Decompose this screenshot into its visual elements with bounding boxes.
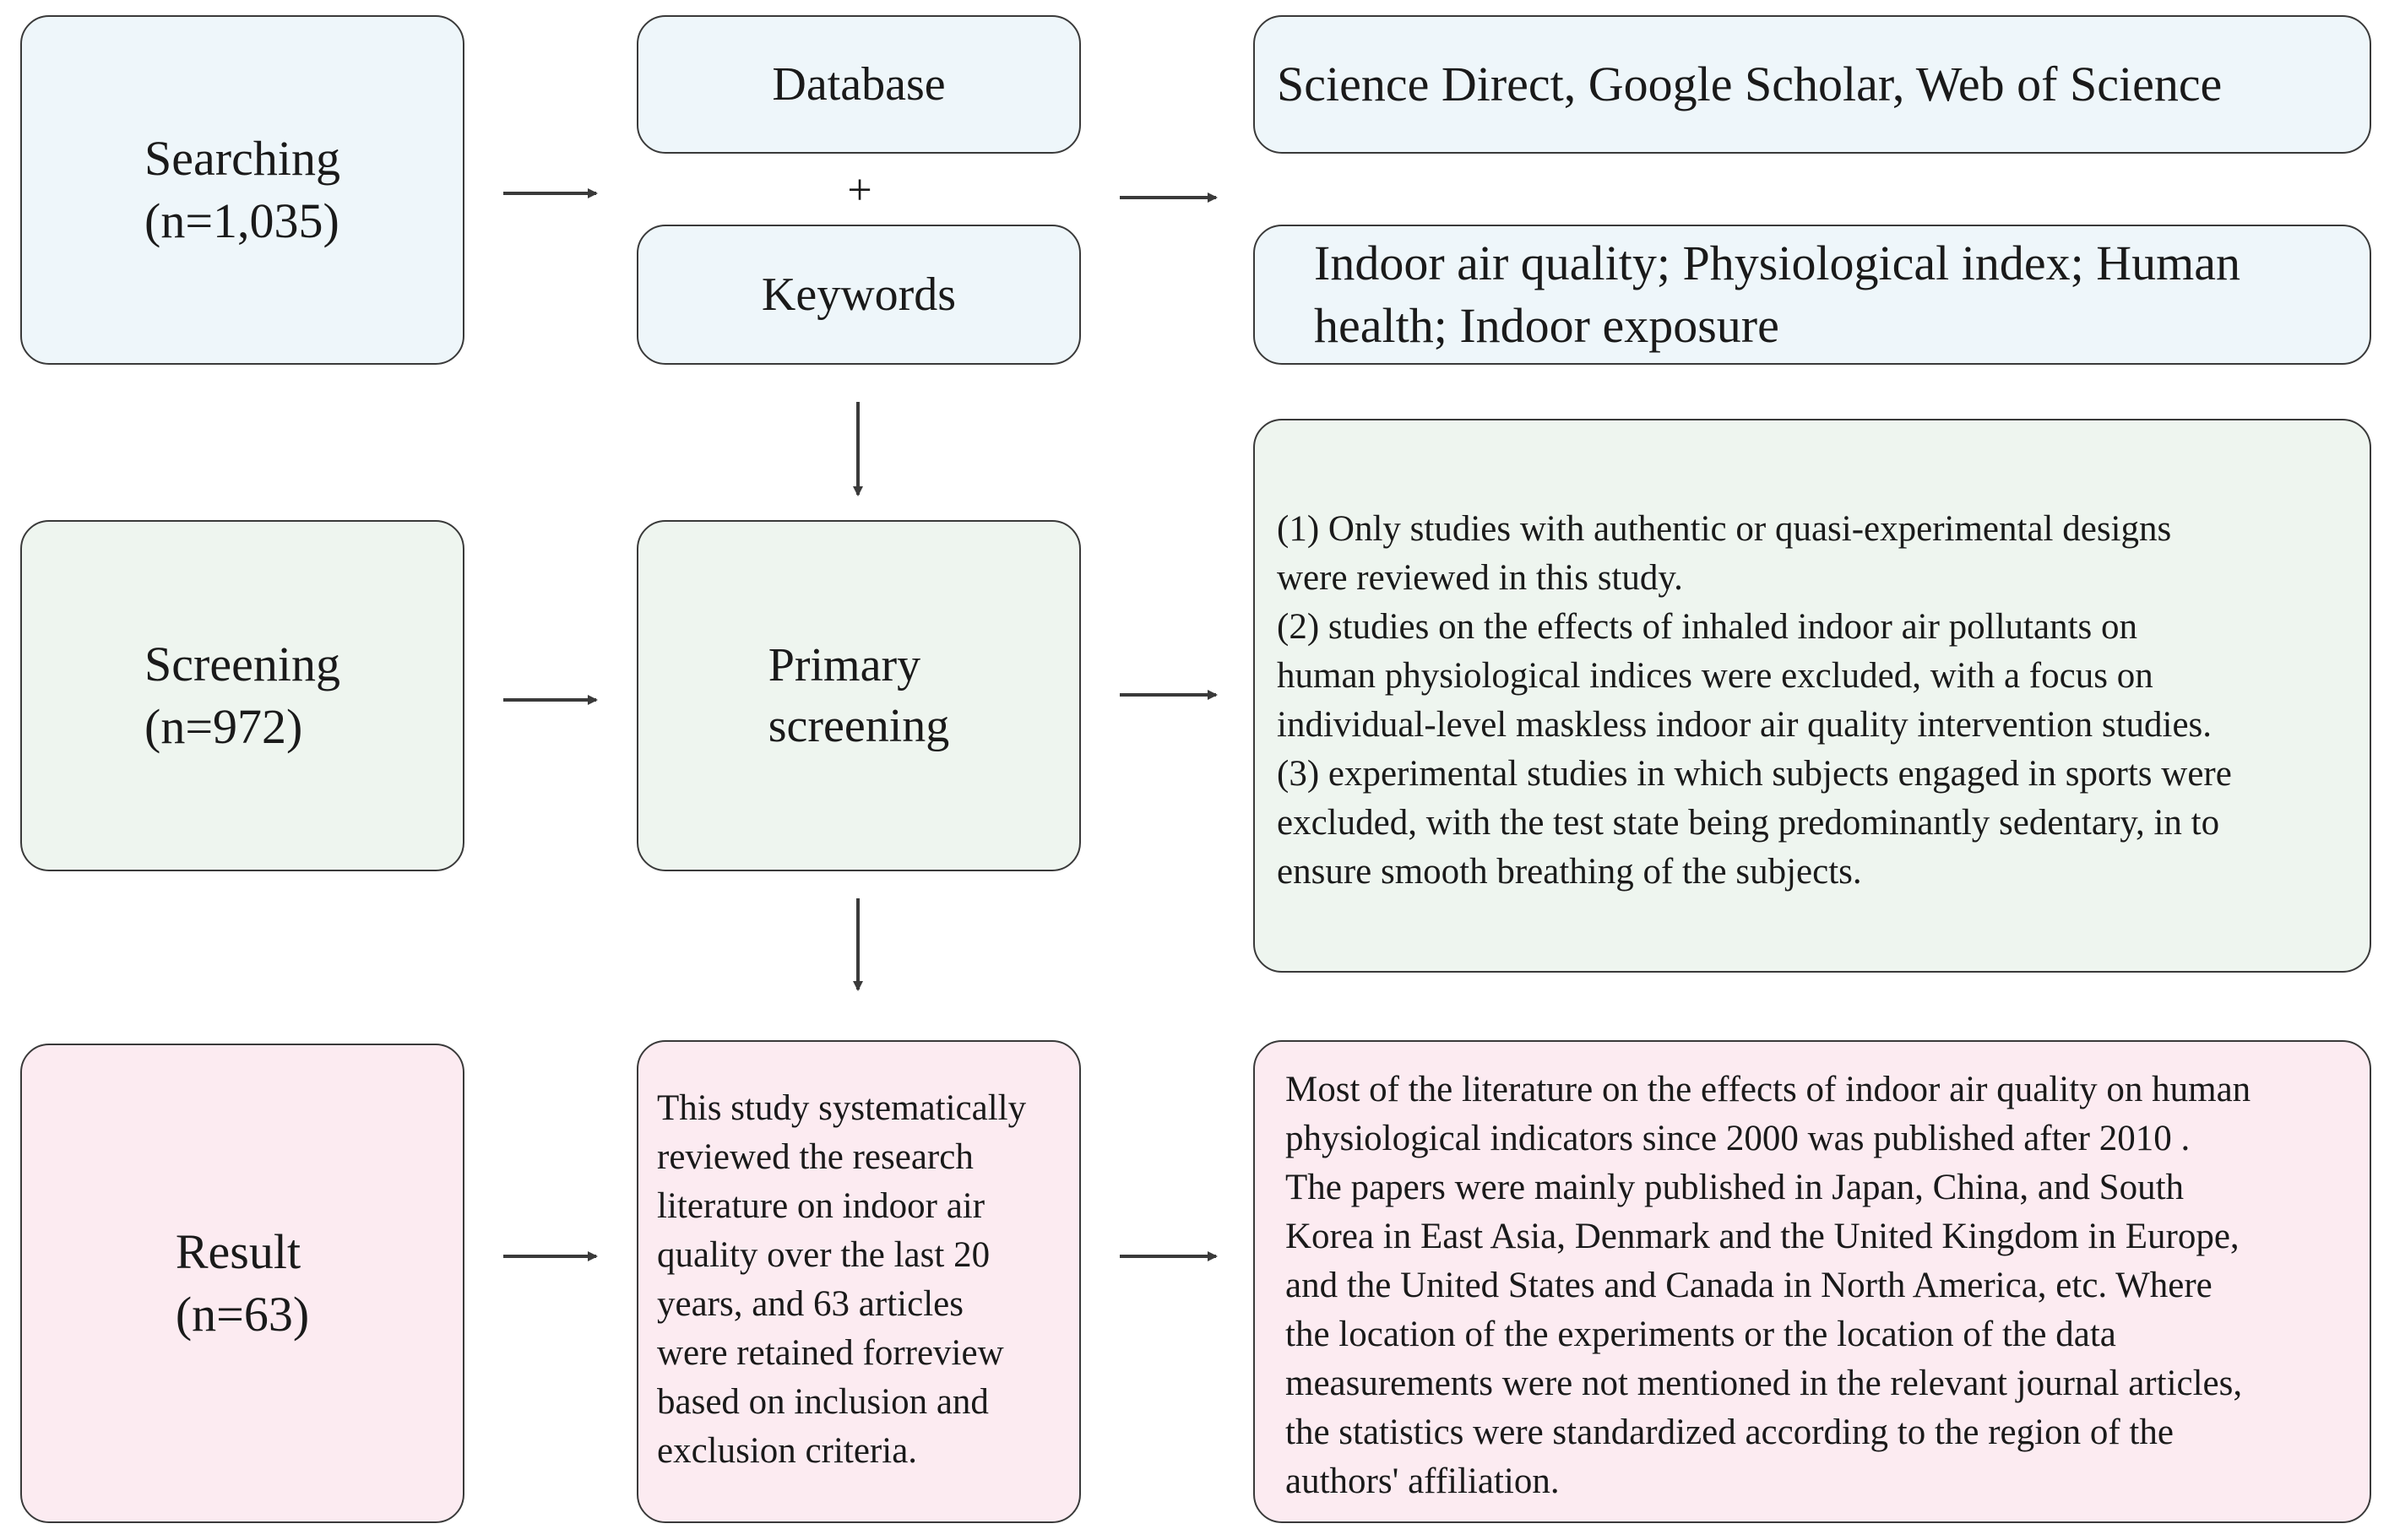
databases-detail-box: Science Direct, Google Scholar, Web of S… (1253, 15, 2371, 154)
database-box: Database (637, 15, 1081, 154)
screening-criteria-box: (1) Only studies with authentic or quasi… (1253, 419, 2371, 973)
keywords-detail-box: Indoor air quality; Physiological index;… (1253, 225, 2371, 365)
keywords-box: Keywords (637, 225, 1081, 365)
searching-stage-label: Searching (n=1,035) (144, 131, 340, 248)
plus-sign: + (847, 166, 872, 214)
databases-text: Science Direct, Google Scholar, Web of S… (1277, 57, 2223, 111)
screening-stage-label: Screening (n=972) (144, 637, 340, 754)
primary-screening-box: Primary screening (637, 520, 1081, 871)
result-stage-box: Result (n=63) (20, 1044, 464, 1523)
result-summary-text: This study systematically reviewed the r… (657, 1088, 1027, 1471)
screening-stage-box: Screening (n=972) (20, 520, 464, 871)
screening-criteria-text: (1) Only studies with authentic or quasi… (1277, 509, 2232, 892)
database-label: Database (772, 58, 946, 111)
primary-screening-label: Primary screening (768, 639, 950, 752)
keywords-label: Keywords (761, 268, 957, 321)
result-findings-box: Most of the literature on the effects of… (1253, 1040, 2371, 1523)
result-findings-text: Most of the literature on the effects of… (1285, 1070, 2251, 1501)
keywords-text: Indoor air quality; Physiological index;… (1314, 236, 2240, 353)
result-summary-box: This study systematically reviewed the r… (637, 1040, 1081, 1523)
searching-stage-box: Searching (n=1,035) (20, 15, 464, 365)
result-stage-label: Result (n=63) (175, 1224, 310, 1342)
